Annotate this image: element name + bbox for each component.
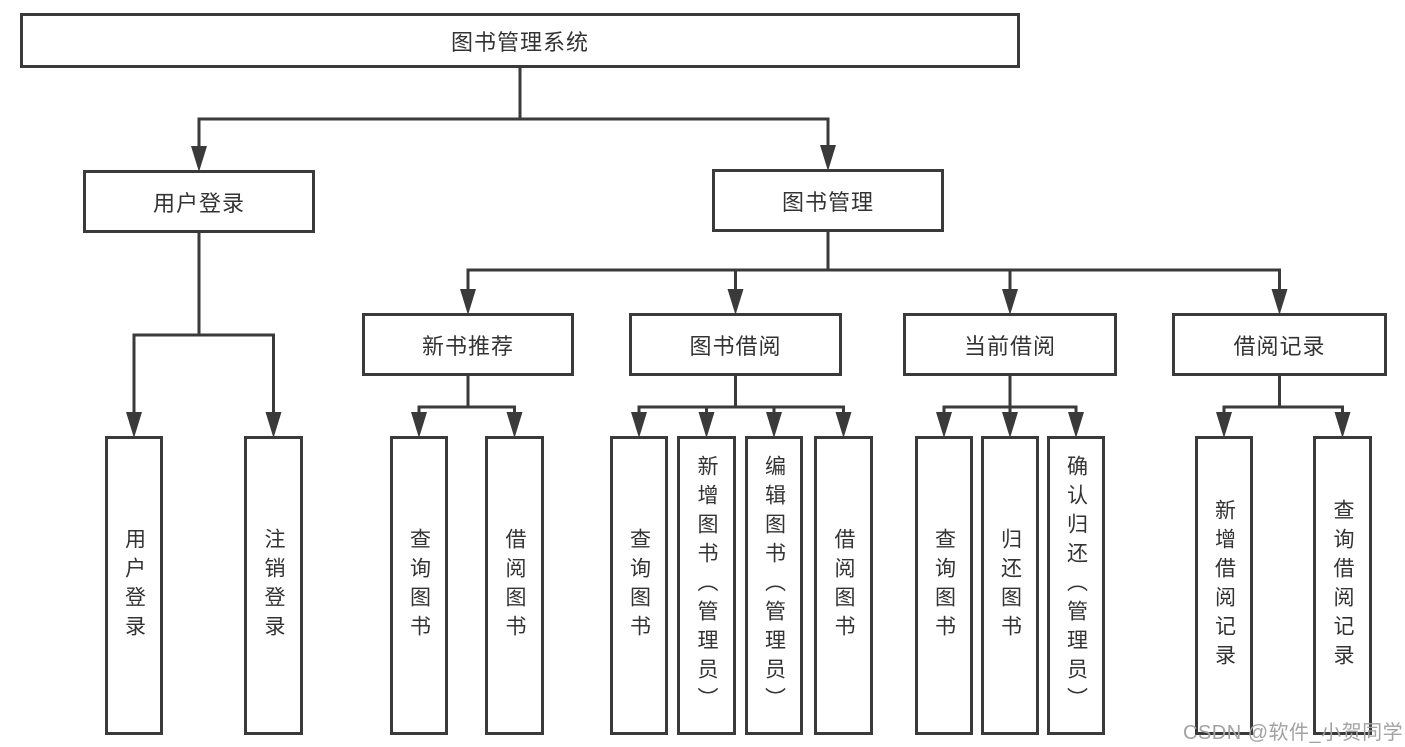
arrowhead-icon	[460, 289, 476, 315]
node-label: 新增图书（管理员）	[695, 455, 718, 716]
node-label: 查询图书	[407, 527, 431, 644]
arrowhead-icon	[506, 412, 523, 438]
node-label: 图书管理系统	[450, 29, 589, 55]
node-label: 借阅图书	[503, 527, 526, 644]
arrowhead-icon	[1002, 289, 1018, 315]
arrowhead-icon	[1271, 289, 1288, 315]
node-borrow-record: 借阅记录	[1172, 313, 1387, 376]
arrowhead-icon	[126, 412, 142, 438]
node-label: 确认归还（管理员）	[1064, 455, 1088, 716]
node-label: 用户登录	[122, 527, 146, 644]
node-label: 查询图书	[932, 527, 956, 644]
node-leaf-br-query: 查询借阅记录	[1313, 436, 1372, 735]
arrowhead-icon	[411, 412, 427, 438]
node-user-login: 用户登录	[83, 170, 315, 233]
node-label: 查询借阅记录	[1331, 498, 1354, 673]
node-label: 新增借阅记录	[1212, 498, 1236, 673]
node-label: 借阅记录	[1233, 333, 1326, 359]
node-leaf-rec-borrow: 借阅图书	[485, 436, 544, 735]
arrowhead-icon	[835, 412, 852, 438]
node-leaf-rec-query: 查询图书	[390, 436, 448, 735]
node-label: 查询图书	[627, 527, 651, 644]
node-label: 新书推荐	[421, 333, 514, 359]
node-new-book-rec: 新书推荐	[362, 313, 574, 376]
node-book-borrow: 图书借阅	[629, 313, 842, 376]
arrowhead-icon	[265, 412, 282, 438]
node-leaf-logout: 注销登录	[244, 436, 303, 735]
node-leaf-bb-query: 查询图书	[610, 436, 668, 735]
node-current-borrow: 当前借阅	[903, 313, 1117, 376]
arrowhead-icon	[191, 146, 207, 172]
node-label: 图书借阅	[689, 333, 782, 359]
watermark: CSDN @软件_小贺同学	[1183, 722, 1404, 744]
arrowhead-icon	[936, 412, 952, 438]
node-leaf-cb-confirm: 确认归还（管理员）	[1047, 436, 1105, 735]
node-system: 图书管理系统	[20, 13, 1020, 68]
node-label: 当前借阅	[963, 333, 1056, 359]
node-label: 归还图书	[998, 527, 1022, 644]
arrowhead-icon	[766, 412, 782, 438]
arrowhead-icon	[698, 412, 715, 438]
node-leaf-bb-add: 新增图书（管理员）	[677, 436, 736, 735]
arrowhead-icon	[1002, 412, 1018, 438]
arrowhead-icon	[820, 145, 836, 171]
node-leaf-cb-query: 查询图书	[915, 436, 973, 735]
node-label: 借阅图书	[832, 527, 855, 644]
node-label: 编辑图书（管理员）	[762, 455, 786, 716]
node-leaf-user-login: 用户登录	[105, 436, 163, 735]
node-label: 注销登录	[262, 527, 285, 644]
node-leaf-bb-edit: 编辑图书（管理员）	[745, 436, 803, 735]
arrowhead-icon	[1068, 412, 1084, 438]
node-book-mgmt: 图书管理	[712, 169, 944, 232]
node-leaf-cb-return: 归还图书	[981, 436, 1039, 735]
node-label: 图书管理	[781, 189, 874, 215]
arrowhead-icon	[727, 289, 744, 315]
node-leaf-br-add: 新增借阅记录	[1195, 436, 1253, 735]
arrowhead-icon	[1216, 412, 1232, 438]
arrowhead-icon	[631, 412, 647, 438]
arrowhead-icon	[1334, 412, 1351, 438]
node-label: 用户登录	[152, 190, 245, 216]
node-leaf-bb-borrow: 借阅图书	[814, 436, 873, 735]
